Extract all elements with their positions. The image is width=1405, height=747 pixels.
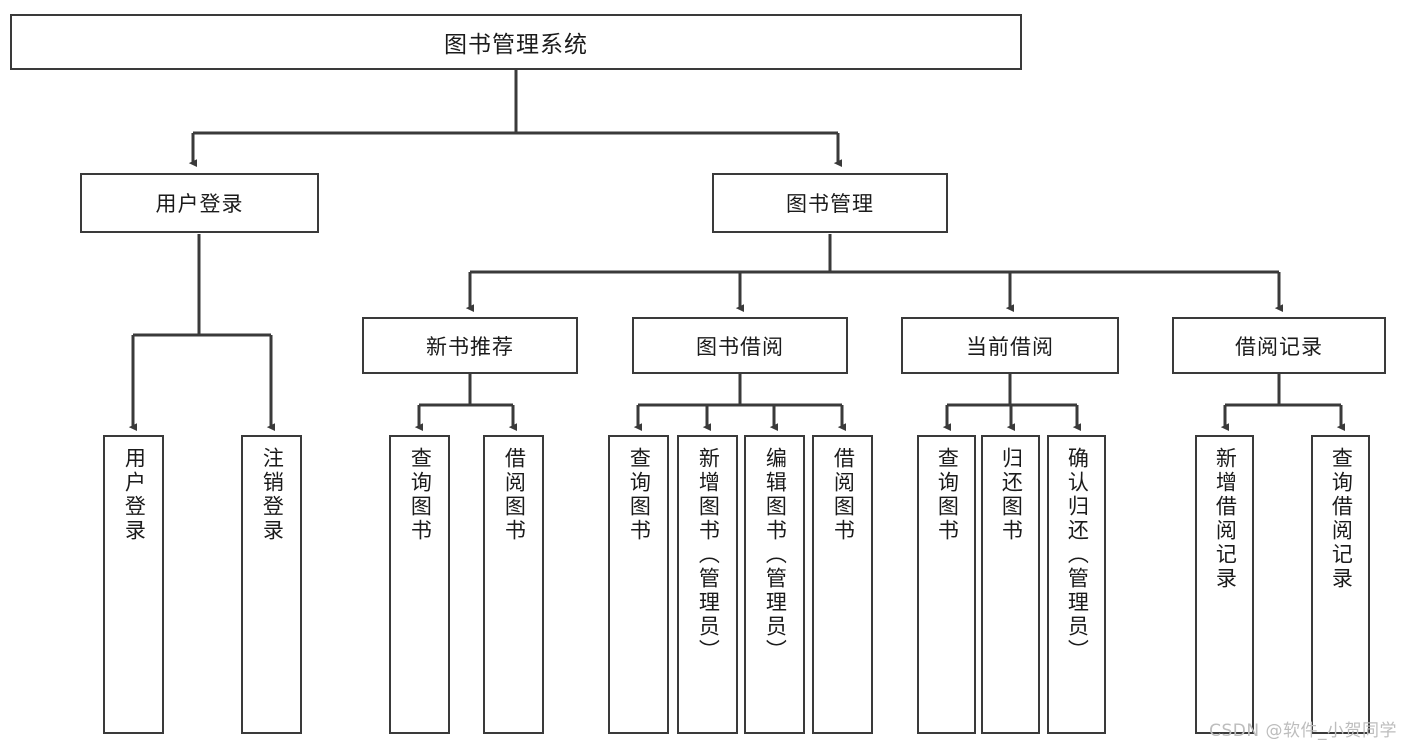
node-label: 用户登录: [155, 192, 244, 216]
node-label: 用户登录: [122, 447, 147, 543]
watermark: CSDN @软件_小贺同学: [1209, 721, 1397, 741]
node-book-borrow[interactable]: 图书借阅: [632, 317, 848, 374]
node-label: 编辑图书（管理员）: [763, 447, 788, 663]
leaf-new-book-query[interactable]: 查询图书: [389, 435, 450, 734]
leaf-borrow-borrow-book[interactable]: 借阅图书: [812, 435, 873, 734]
node-label: 注销登录: [260, 447, 285, 543]
node-label: 查询图书: [627, 447, 652, 543]
leaf-current-return-book[interactable]: 归还图书: [981, 435, 1040, 734]
leaf-borrow-add-book[interactable]: 新增图书（管理员）: [677, 435, 738, 734]
node-label: 确认归还（管理员）: [1065, 447, 1090, 663]
leaf-borrow-query-book[interactable]: 查询图书: [608, 435, 669, 734]
node-new-book-recommend[interactable]: 新书推荐: [362, 317, 578, 374]
node-label: 当前借阅: [966, 334, 1054, 359]
node-label: 新增借阅记录: [1213, 447, 1238, 591]
node-label: 图书管理: [786, 192, 874, 216]
leaf-current-query-book[interactable]: 查询图书: [917, 435, 976, 734]
node-current-borrow[interactable]: 当前借阅: [901, 317, 1119, 374]
node-label: 新书推荐: [426, 334, 514, 359]
node-user-login[interactable]: 用户登录: [80, 173, 319, 233]
node-label: 查询图书: [408, 447, 433, 543]
node-label: 图书管理系统: [444, 32, 588, 58]
leaf-record-add[interactable]: 新增借阅记录: [1195, 435, 1254, 734]
node-label: 查询借阅记录: [1329, 447, 1354, 591]
node-label: 新增图书（管理员）: [696, 447, 721, 663]
leaf-borrow-edit-book[interactable]: 编辑图书（管理员）: [744, 435, 805, 734]
leaf-user-login-login[interactable]: 用户登录: [103, 435, 164, 734]
leaf-new-book-borrow[interactable]: 借阅图书: [483, 435, 544, 734]
node-label: 借阅图书: [502, 447, 527, 543]
leaf-current-confirm-return[interactable]: 确认归还（管理员）: [1047, 435, 1106, 734]
node-label: 借阅图书: [831, 447, 856, 543]
node-label: 查询图书: [935, 447, 960, 543]
node-book-management[interactable]: 图书管理: [712, 173, 948, 233]
node-borrow-record[interactable]: 借阅记录: [1172, 317, 1386, 374]
leaf-record-query[interactable]: 查询借阅记录: [1311, 435, 1370, 734]
node-label: 图书借阅: [696, 334, 784, 359]
node-label: 借阅记录: [1235, 334, 1323, 359]
node-label: 归还图书: [999, 447, 1024, 543]
node-root-system[interactable]: 图书管理系统: [10, 14, 1022, 70]
leaf-user-login-logout[interactable]: 注销登录: [241, 435, 302, 734]
